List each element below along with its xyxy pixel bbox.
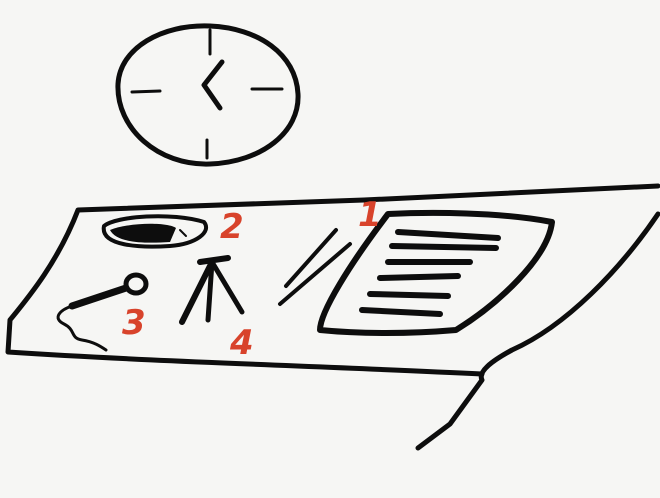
notepad xyxy=(320,213,552,333)
notepad-line-5 xyxy=(370,294,448,296)
microphone-head xyxy=(126,275,146,293)
marker-2: 2 xyxy=(220,207,244,247)
marker-3: 3 xyxy=(122,303,146,343)
glasses-case xyxy=(104,216,206,246)
notepad-line-4 xyxy=(380,276,458,278)
marker-4: 4 xyxy=(229,323,254,363)
notepad-line-2 xyxy=(392,246,496,248)
marker-1: 1 xyxy=(358,195,382,235)
clock-tick-left xyxy=(132,91,160,92)
microphone-handle xyxy=(72,288,126,306)
notepad-line-1 xyxy=(398,232,498,238)
desk-outline xyxy=(8,186,658,374)
notepad-line-6 xyxy=(362,310,440,314)
case-clasp xyxy=(180,230,186,236)
tripod xyxy=(182,258,242,322)
microphone-cable xyxy=(58,306,106,350)
case-fill xyxy=(110,224,176,243)
wall-clock xyxy=(118,26,298,164)
tripod-leg-right xyxy=(212,262,242,312)
clock-hands xyxy=(204,62,222,108)
